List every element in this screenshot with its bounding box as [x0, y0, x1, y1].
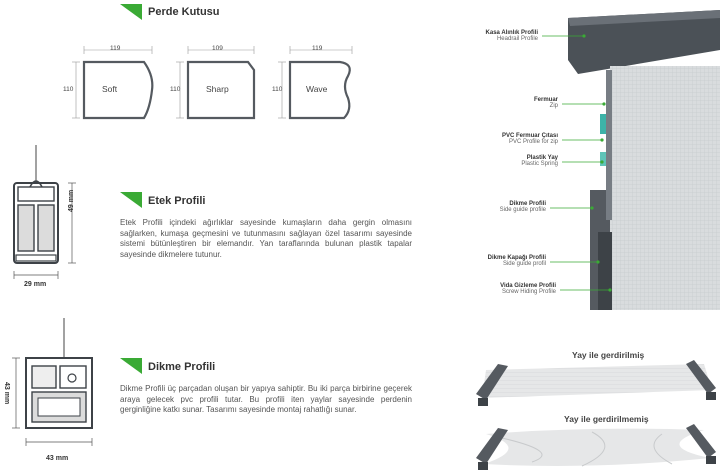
dim-width: 119: [110, 45, 121, 52]
profile-soft: 119 110 Soft: [63, 42, 154, 122]
diagram-label-screw-hiding: Vida Gizleme Profili Screw Hiding Profil…: [458, 283, 556, 295]
perde-kutusu-title: Perde Kutusu: [148, 6, 220, 18]
diagram-label-headrail: Kasa Alınlık Profili Headrail Profile: [440, 30, 538, 42]
dikme-profile-drawing: [12, 318, 93, 446]
label-tr: Fermuar: [533, 97, 558, 103]
profile-sharp: 109 110 Sharp: [170, 42, 260, 122]
dimension-lines: [278, 46, 353, 120]
dikme-description: Dikme Profili üç parçadan oluşan bir yap…: [120, 384, 412, 414]
dim-width: 119: [312, 45, 323, 52]
section-flag-perde: [120, 4, 142, 20]
etek-dim-width: 29 mm: [24, 281, 47, 288]
label-tr: Plastik Yay: [526, 155, 558, 161]
diagram-label-zip: Fermuar Zip: [460, 97, 558, 109]
diagram-label-side-cover: Dikme Kapağı Profili Side guide profil: [448, 255, 546, 267]
section-flag-dikme: [120, 358, 142, 374]
etek-dim-height: 49 mm: [68, 189, 75, 212]
label-en: Side guide profile: [499, 207, 546, 213]
dimension-lines: [176, 46, 256, 120]
profile-name: Sharp: [206, 84, 229, 94]
system-exploded-diagram: [568, 10, 720, 310]
dikme-title: Dikme Profili: [148, 361, 216, 373]
label-en: Side guide profil: [502, 261, 546, 267]
dikme-dim-width: 43 mm: [46, 455, 69, 462]
dim-height: 110: [272, 86, 283, 93]
dimension-lines: [72, 46, 154, 120]
stretched-screen-illustration: [476, 360, 716, 406]
etek-description: Etek Profili içindeki ağırlıklar sayesin…: [120, 218, 412, 259]
not-stretched-screen-illustration: [476, 424, 716, 470]
label-tr: Vida Gizleme Profili: [500, 283, 556, 289]
profile-name: Wave: [306, 84, 328, 94]
label-en: Headrail Profile: [496, 36, 538, 42]
label-en: Screw Hiding Profile: [501, 289, 556, 295]
dim-height: 110: [63, 86, 74, 93]
diagram-label-spring: Plastik Yay Plastic Spring: [460, 155, 558, 167]
label-tr: Kasa Alınlık Profili: [485, 30, 538, 36]
tension-stretched-label: Yay ile gerdirilmiş: [572, 350, 645, 360]
leader-lines: [542, 34, 612, 292]
label-en: Plastic Spring: [521, 161, 558, 167]
section-flag-etek: [120, 192, 142, 208]
label-tr: PVC Fermuar Çıtası: [501, 133, 558, 139]
label-en: Zip: [549, 103, 558, 109]
tension-not-stretched-label: Yay ile gerdirilmemiş: [564, 414, 649, 424]
diagram-label-side-guide: Dikme Profili Side guide profile: [448, 201, 546, 213]
etek-profile-drawing: [13, 145, 76, 279]
etek-title: Etek Profili: [148, 195, 206, 207]
diagram-label-pvc: PVC Fermuar Çıtası PVC Profile for zip: [460, 133, 558, 145]
label-tr: Dikme Kapağı Profili: [487, 255, 546, 261]
dim-width: 109: [212, 45, 223, 52]
label-tr: Dikme Profili: [509, 201, 546, 207]
profile-name: Soft: [102, 84, 118, 94]
profile-wave: 119 110 Wave: [272, 42, 362, 122]
dim-height: 110: [170, 86, 181, 93]
dikme-dim-height: 43 mm: [3, 382, 10, 405]
label-en: PVC Profile for zip: [508, 139, 558, 145]
